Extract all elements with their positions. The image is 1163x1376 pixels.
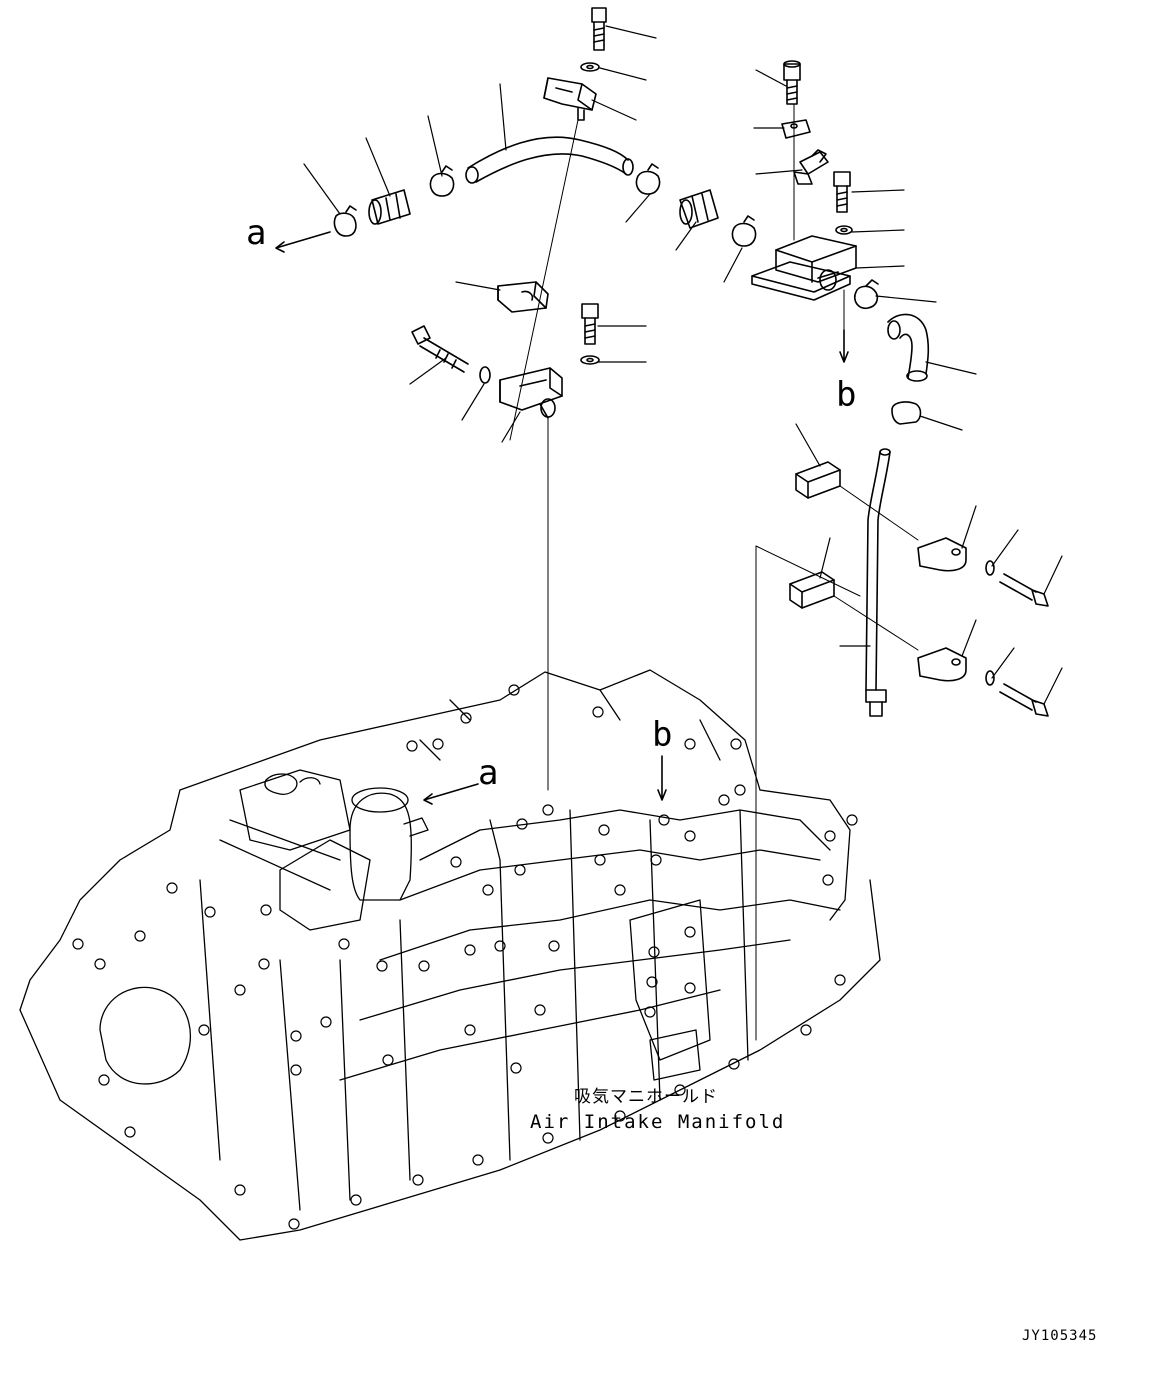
top-bolt <box>591 7 607 51</box>
lower-clamp-bracket <box>499 367 563 419</box>
long-bolt <box>411 325 469 373</box>
socket-bolt <box>783 60 801 105</box>
arrow-a-left <box>275 231 331 253</box>
clip-lower <box>789 571 835 609</box>
hose-clamp-c <box>731 215 757 247</box>
mid-washer <box>580 355 600 365</box>
bracket-upper <box>917 537 967 572</box>
arrow-b-engine <box>657 755 667 801</box>
engine-bolts <box>72 684 858 1230</box>
drawing-code: JY105345 <box>1022 1328 1097 1344</box>
clip-bolt-lower <box>985 670 1049 717</box>
arrow-b-top <box>839 329 849 363</box>
callout-b-right: b <box>836 375 856 415</box>
bracket-lower <box>917 647 967 682</box>
guide-tube <box>865 448 891 717</box>
mid-bolt <box>581 303 599 345</box>
bent-tube <box>465 136 634 184</box>
middle-clamp-bracket <box>497 281 549 313</box>
caption-english: Air Intake Manifold <box>530 1111 785 1133</box>
trace-line-right <box>793 103 845 341</box>
rubber-hose-mid <box>679 189 719 229</box>
callout-a-engine: a <box>478 753 498 793</box>
elbow-hose <box>887 313 930 382</box>
upper-clamp-bracket <box>543 77 597 121</box>
top-washer <box>580 62 600 72</box>
leader-lines <box>303 25 1063 705</box>
cap <box>891 401 922 425</box>
callout-a-left: a <box>246 213 266 253</box>
rubber-hose-left <box>368 189 411 225</box>
callout-b-engine: b <box>652 715 672 755</box>
long-bolt-washer <box>479 366 491 384</box>
hose-clamp-a <box>333 205 357 237</box>
arrow-a-engine <box>423 783 479 805</box>
clip-bolt-upper <box>985 560 1049 607</box>
trace-bracket <box>755 485 919 1041</box>
hose-clamp-b <box>635 163 661 195</box>
right-bolt <box>833 171 851 213</box>
right-washer <box>835 225 853 235</box>
small-hose-clamp <box>429 165 455 197</box>
sensor <box>793 149 829 185</box>
trace-line-left <box>509 119 579 791</box>
plate-washer <box>781 119 811 139</box>
caption-japanese: 吸気マニホールド <box>574 1087 718 1107</box>
hose-clamp-d <box>853 279 879 310</box>
clip-upper <box>795 461 841 499</box>
engine-block <box>19 669 881 1241</box>
valve-body <box>751 235 857 301</box>
